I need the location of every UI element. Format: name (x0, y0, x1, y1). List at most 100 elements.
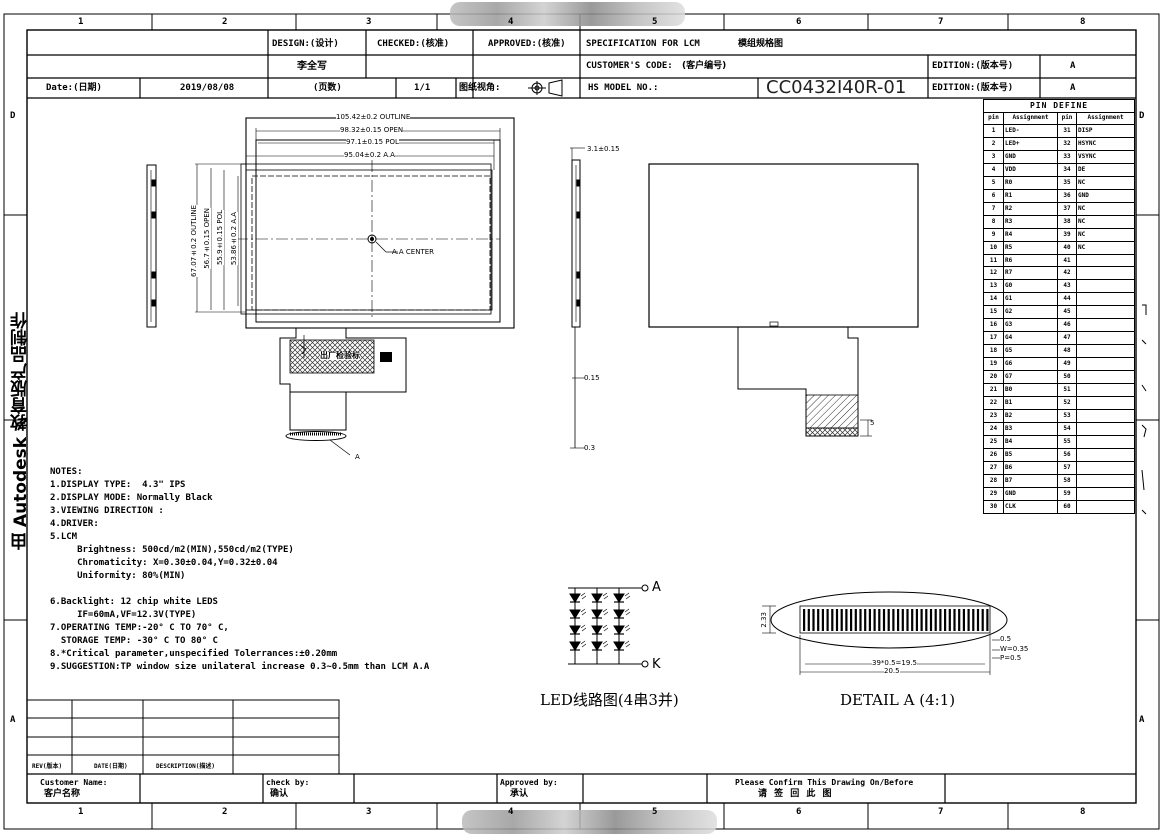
dim-aa-height: 53.86±0.2 A.A (230, 212, 238, 266)
checked-label: CHECKED:(核准) (377, 39, 450, 49)
led-emission-arrow (602, 624, 609, 632)
description-header: DESCRIPTION(描述) (156, 763, 215, 770)
pin-assignment (1075, 266, 1136, 281)
pin-number: 53 (1057, 408, 1077, 423)
pin-number: 48 (1057, 344, 1077, 359)
led-diode (591, 641, 603, 651)
fpc-contact-pin (887, 609, 890, 631)
led-emission-arrow (624, 640, 631, 648)
pin-number: 50 (1057, 370, 1077, 385)
pin-number: 21 (983, 383, 1004, 398)
autodesk-watermark: 由 Autodesk 教育版产品制作 (11, 311, 31, 550)
right-margin-marks (1141, 304, 1147, 515)
pin-assignment: R5 (1003, 240, 1058, 255)
pin-number: 49 (1057, 357, 1077, 372)
pin-number: 7 (983, 201, 1004, 216)
pin-assignment: NC (1075, 227, 1136, 242)
pin-number: 14 (983, 292, 1004, 307)
pin-number: 51 (1057, 383, 1077, 398)
pin-assignment: DE (1075, 162, 1136, 177)
note-line: NOTES: (50, 467, 83, 477)
pin-assignment (1075, 279, 1136, 294)
pin-assignment: CLK (1003, 499, 1058, 515)
assignment-header-1: Assignment (1003, 111, 1058, 125)
pin-assignment: G3 (1003, 318, 1058, 333)
designer-signature: 李全写 (297, 61, 327, 72)
fpc-contact-pin (915, 609, 918, 631)
back-dim-stiff: 5 (870, 419, 875, 427)
column-label: 2 (222, 807, 228, 817)
pin-number: 38 (1057, 214, 1077, 229)
pin-assignment: VSYNC (1075, 149, 1136, 164)
fpc-contact-pin (939, 609, 942, 631)
fpc-contact-pin (868, 609, 871, 631)
inner-frame (26, 29, 1137, 804)
pin-assignment (1075, 486, 1136, 501)
fpc-contact-pin (835, 609, 839, 631)
column-label: 5 (652, 17, 658, 27)
pin-assignment (1075, 357, 1136, 372)
pin-assignment: R6 (1003, 253, 1058, 268)
detail-dim-total: 20.5 (884, 667, 900, 675)
fpc-contact-pin (958, 609, 961, 631)
spec-cn: 模组规格图 (738, 39, 784, 49)
fpc-contact-pin (929, 609, 933, 631)
pin-assignment (1075, 370, 1136, 385)
pin-assignment: LED- (1003, 124, 1058, 138)
pin-assignment: G0 (1003, 279, 1058, 294)
column-label: 6 (796, 807, 802, 817)
column-label: 1 (78, 807, 84, 817)
led-diode (569, 625, 581, 635)
column-label: 2 (222, 17, 228, 27)
pin-assignment: B6 (1003, 460, 1058, 475)
pin-number: 60 (1057, 499, 1077, 515)
pin-number: 13 (983, 279, 1004, 294)
projection-label: 图纸视角: (459, 83, 501, 93)
note-line: Chromaticity: X=0.30±0.04,Y=0.32±0.04 (50, 558, 278, 568)
led-emission-arrow (580, 624, 587, 632)
approved-by-cn: 承认 (510, 789, 529, 799)
note-line: Uniformity: 80%(MIN) (50, 571, 186, 581)
approved-by-label: Approved by: (500, 778, 558, 787)
pin-assignment: B3 (1003, 421, 1058, 436)
assignment-header-2: Assignment (1075, 111, 1136, 125)
led-diode (591, 625, 603, 635)
fpc-contact-pin (976, 609, 980, 631)
pin-assignment (1075, 253, 1136, 268)
pin-assignment: G7 (1003, 370, 1058, 385)
note-line: Brightness: 500cd/m2(MIN),550cd/m2(TYPE) (50, 545, 294, 555)
model-label: HS MODEL NO.: (588, 83, 659, 93)
pin-assignment: DISP (1075, 124, 1136, 138)
check-by-label: check by: (266, 778, 310, 787)
date-label: Date:(日期) (46, 83, 102, 93)
pin-number: 19 (983, 357, 1004, 372)
fpc-contact-pin (892, 609, 895, 631)
pin-assignment (1075, 421, 1136, 436)
pin-assignment: GND (1003, 149, 1058, 164)
column-label: 4 (508, 807, 514, 817)
pin-number: 37 (1057, 201, 1077, 216)
fpc-contact-pin (845, 609, 848, 631)
row-label: A (1139, 715, 1145, 725)
pin-number: 15 (983, 305, 1004, 320)
pin-number: 56 (1057, 447, 1077, 462)
fpc-contact-pin (925, 609, 928, 631)
pin-assignment: G4 (1003, 331, 1058, 346)
check-by-cn: 确认 (270, 789, 289, 799)
date-value: 2019/08/08 (180, 83, 235, 93)
detail-a-drawing (762, 591, 1008, 675)
column-label: 3 (366, 17, 372, 27)
note-line: 4.DRIVER: (50, 519, 99, 529)
pin-number: 29 (983, 486, 1004, 501)
dim-aa-width: 95.04±0.2 A.A (344, 151, 395, 159)
fpc-contact-pin (901, 609, 904, 631)
